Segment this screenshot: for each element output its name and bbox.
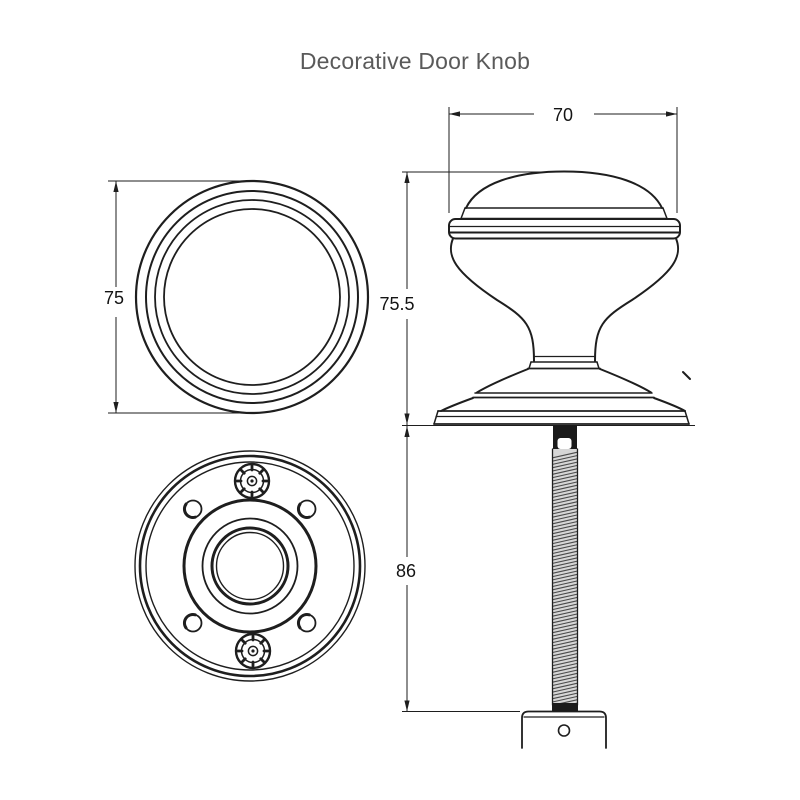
dimension-spindle-length: 86 bbox=[396, 426, 520, 712]
rose-outer-circle bbox=[134, 179, 370, 415]
screw-bottom bbox=[234, 632, 272, 670]
dimension-knob-width: 70 bbox=[448, 105, 678, 213]
spindle-view bbox=[521, 425, 607, 749]
screw-top bbox=[233, 462, 271, 500]
break-tick bbox=[682, 371, 691, 380]
fix-hole-bottom-left bbox=[182, 612, 203, 633]
block-hole bbox=[557, 724, 571, 737]
knob-dome bbox=[465, 170, 663, 209]
fix-hole-top-right bbox=[296, 499, 317, 520]
dim-label-75: 75 bbox=[104, 288, 124, 308]
back-outer-circle bbox=[134, 450, 366, 682]
center-hub bbox=[182, 498, 318, 634]
dimension-rose-diameter: 75 bbox=[104, 180, 252, 414]
rose-back-view bbox=[134, 450, 366, 682]
fix-hole-bottom-right bbox=[296, 612, 317, 633]
thread-bottom-dark bbox=[552, 703, 578, 712]
spindle-threads bbox=[552, 451, 578, 710]
page-title: Decorative Door Knob bbox=[300, 48, 530, 74]
knob-side-view bbox=[433, 170, 691, 425]
fixing-block bbox=[521, 710, 607, 749]
spindle-end-slot bbox=[557, 438, 572, 449]
dimension-knob-height: 75.5 bbox=[379, 171, 575, 425]
dim-label-70: 70 bbox=[553, 105, 573, 125]
dim-label-75-5: 75.5 bbox=[379, 294, 414, 314]
dim-label-86: 86 bbox=[396, 561, 416, 581]
fix-hole-top-left bbox=[182, 499, 203, 520]
knob-band bbox=[448, 218, 681, 240]
rose-front-view bbox=[134, 179, 370, 415]
